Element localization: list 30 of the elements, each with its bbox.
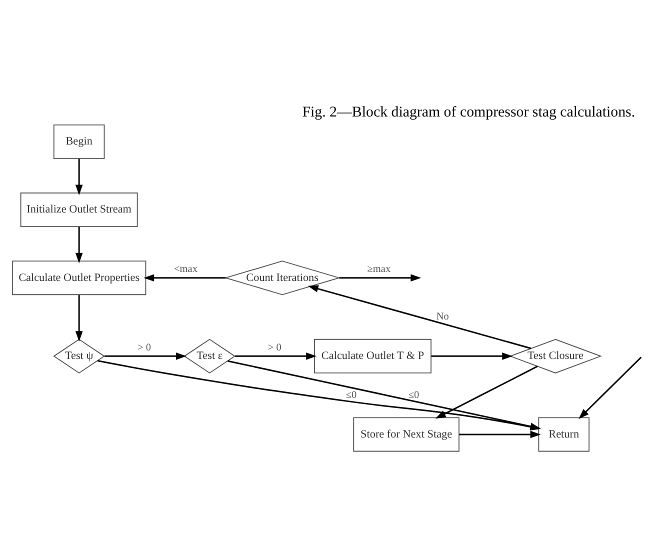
arrow (104, 352, 186, 360)
arrow (75, 226, 83, 263)
arrow (435, 365, 538, 418)
diagram-title: Fig. 2—Block diagram of compressor stag calculations. (302, 104, 636, 120)
node-diamond: Test ψ (53, 338, 106, 374)
arrow (431, 352, 513, 360)
arrow (75, 294, 83, 342)
arrow (144, 274, 226, 282)
edge-label: > 0 (268, 342, 282, 353)
edge-label: No (436, 311, 449, 322)
edge-label: > 0 (138, 342, 152, 353)
node-box: Return (538, 416, 590, 452)
node-diamond: Count Iterations (224, 260, 341, 295)
node-box: Store for Next Stage (353, 416, 460, 452)
edge-label: ≥max (367, 264, 391, 275)
arrow (75, 158, 83, 195)
arrow (459, 430, 541, 438)
node-box: Calculate Outlet T & P (314, 338, 432, 373)
edge-label: ≤0 (346, 389, 357, 400)
node-box: Begin (53, 124, 105, 158)
node-box: Calculate Outlet Properties (12, 260, 146, 295)
arrow (578, 356, 642, 418)
node-diamond: Test Closure (508, 338, 602, 373)
arrow (308, 284, 532, 349)
node-diamond: Test ε (184, 338, 236, 374)
edge-label: ≤0 (408, 389, 420, 400)
arrow (235, 352, 317, 360)
node-box: Initialize Outlet Stream (20, 192, 138, 227)
arrow (339, 274, 422, 282)
edge-label: <max (174, 264, 198, 275)
